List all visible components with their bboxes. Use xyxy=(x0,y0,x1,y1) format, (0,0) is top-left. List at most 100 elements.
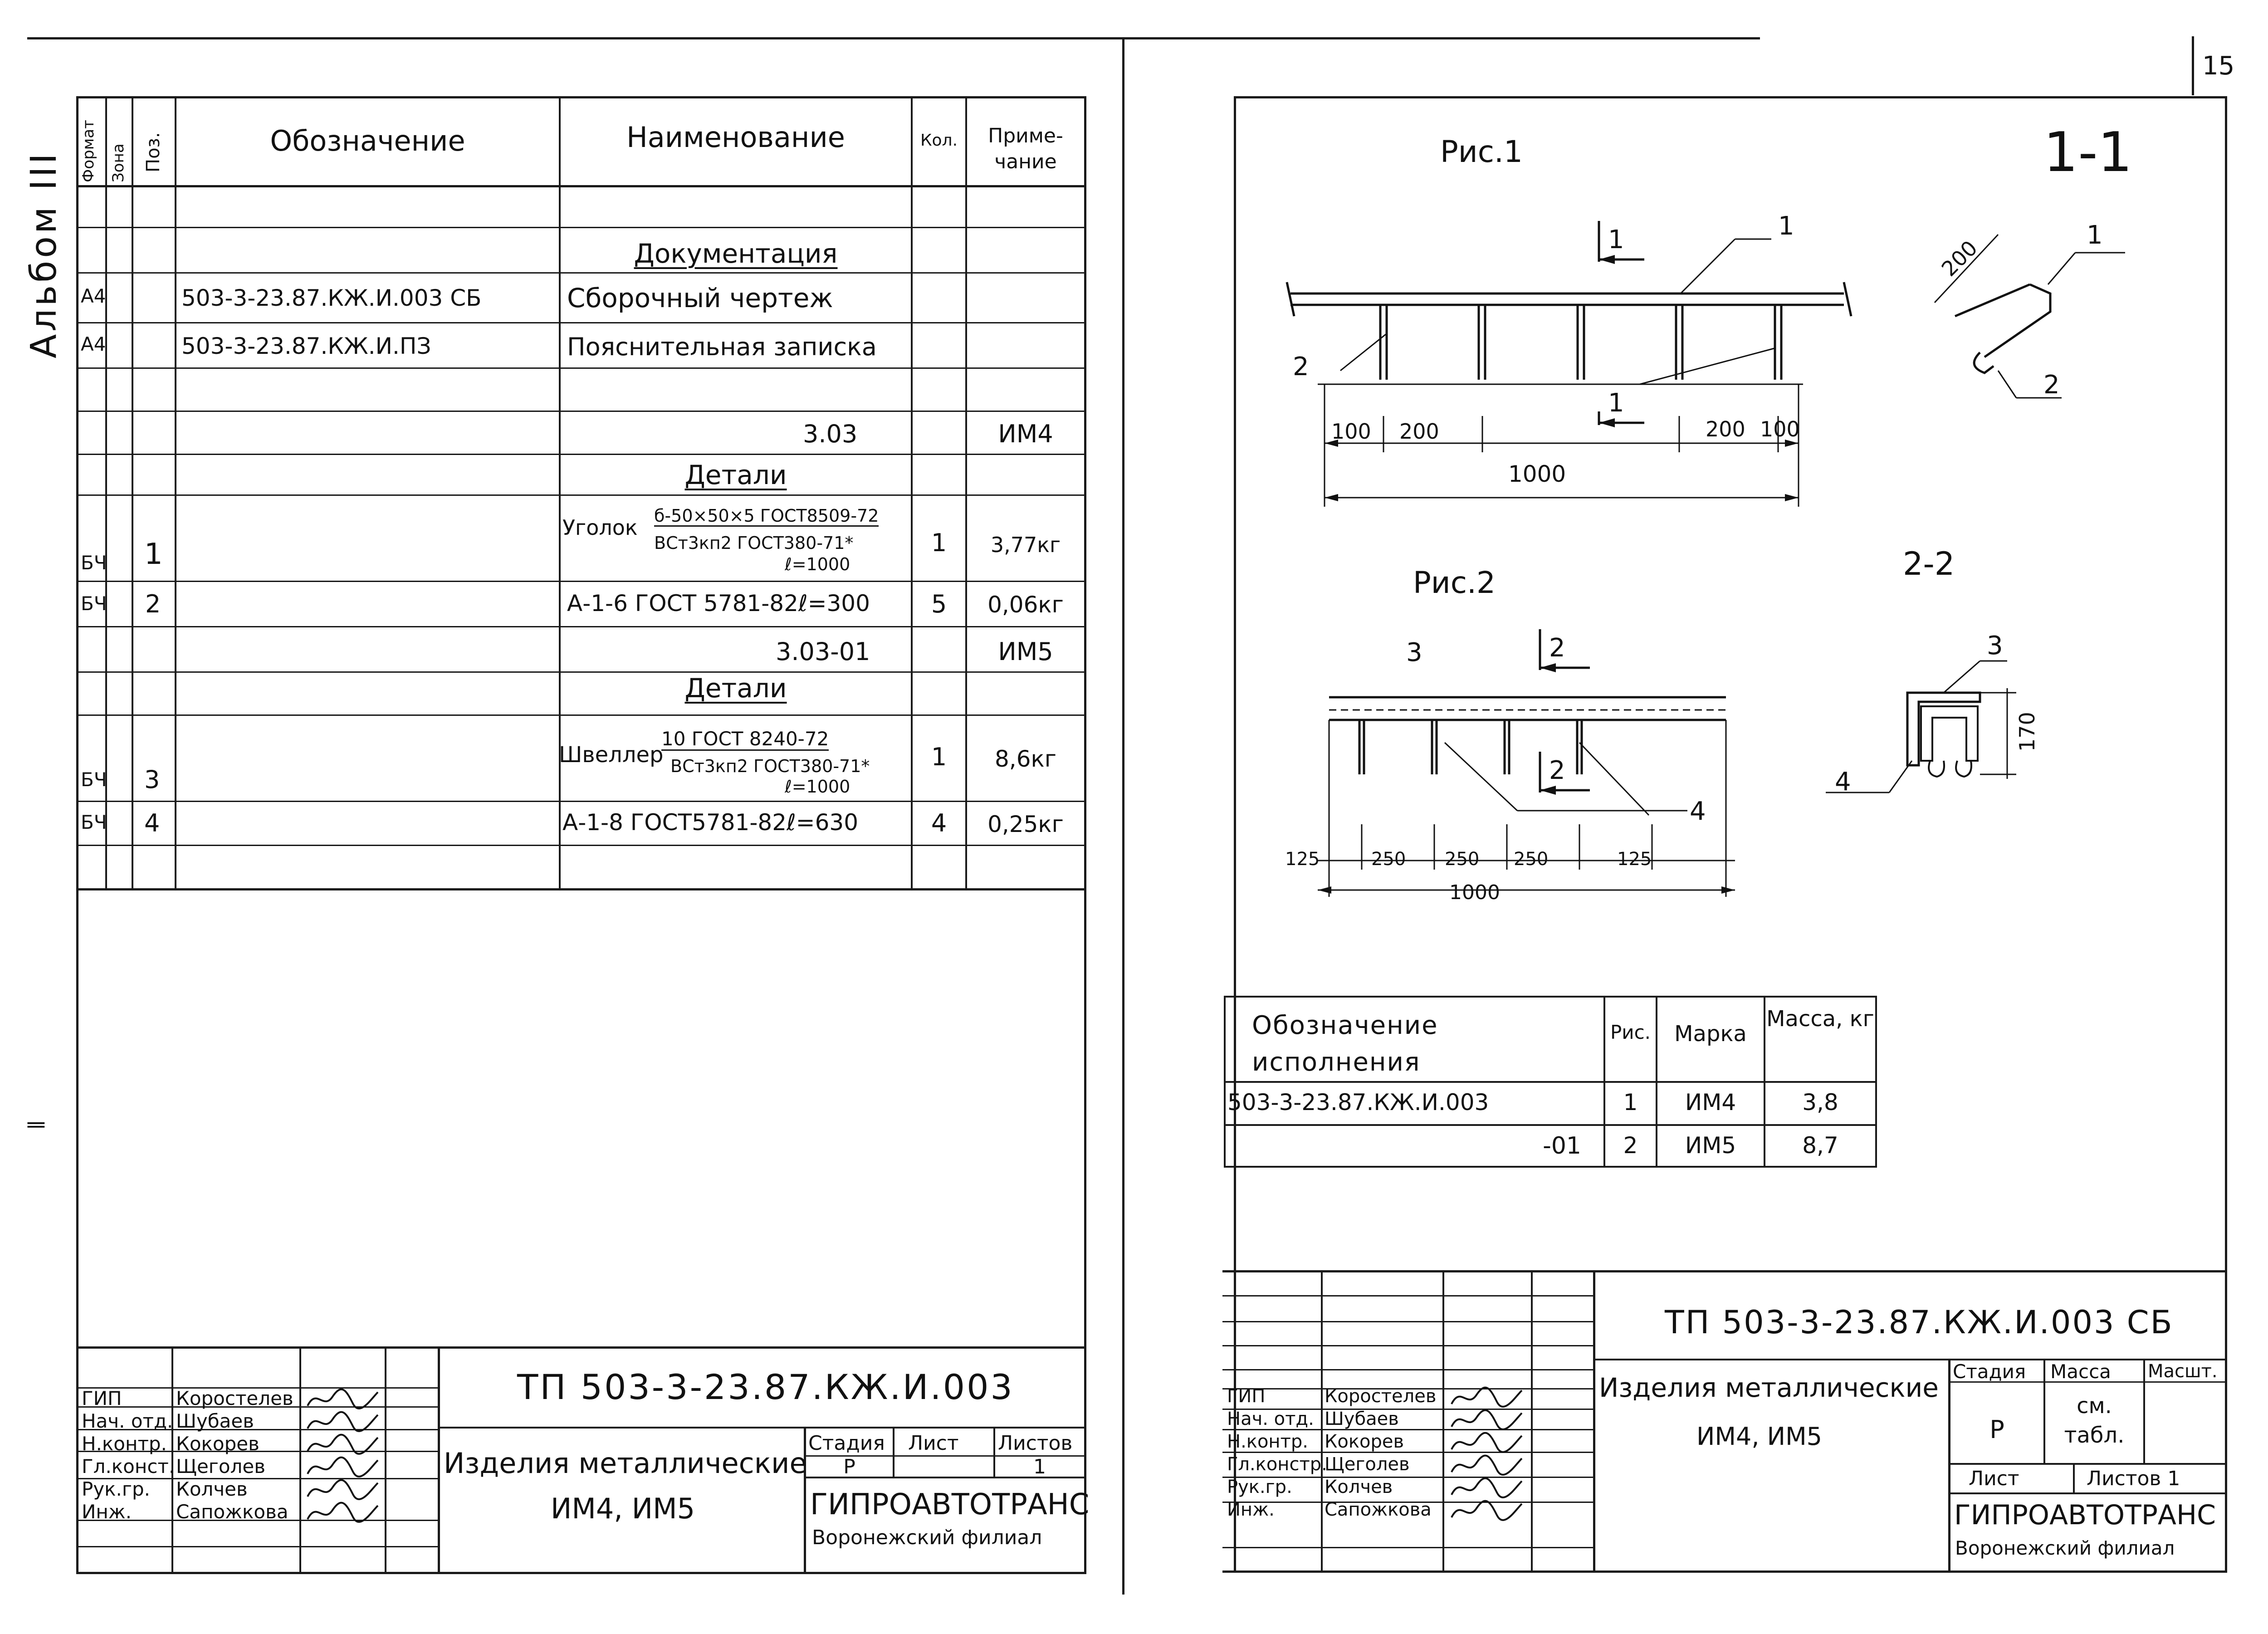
tb-line xyxy=(438,1427,1086,1429)
exec-header-mark: Марка xyxy=(1674,1021,1747,1047)
row-name: А-1-8 ГОСТ5781-82ℓ=630 xyxy=(562,809,859,836)
header-bottom-line xyxy=(76,185,1086,187)
fig1-dim-200-left: 200 xyxy=(1399,419,1439,444)
tb-line xyxy=(1222,1388,1594,1389)
row-line xyxy=(76,411,1086,412)
tb-line xyxy=(1222,1295,1594,1296)
fig1-callout-2: 2 xyxy=(1293,352,1309,382)
row-line xyxy=(76,671,1086,673)
signature-scribble xyxy=(307,1479,379,1500)
title-line1: Изделия металлические xyxy=(444,1447,807,1480)
header-designation: Обозначение xyxy=(270,124,465,157)
tb-line xyxy=(76,1406,439,1408)
tb-vline xyxy=(1321,1270,1323,1572)
left-frame-right xyxy=(1084,96,1086,1574)
signature-scribble xyxy=(1451,1432,1523,1453)
variant-3-03: 3.03 xyxy=(803,420,858,448)
exec-header-designation: Обозначение исполнения xyxy=(1252,1011,1438,1077)
org-name: ГИПРОАВТОТРАНС xyxy=(1954,1499,2216,1531)
signature-role: Инж. xyxy=(82,1501,132,1523)
signature-role: Гл.конст. xyxy=(82,1455,175,1477)
signature-name: Кокорев xyxy=(1325,1431,1404,1452)
row-line xyxy=(76,227,1086,228)
fig1-section-mark-bottom: 1 xyxy=(1608,388,1624,418)
document-code: ТП 503-3-23.87.КЖ.И.003 СБ xyxy=(1665,1304,2174,1341)
exec-row2-designation: -01 xyxy=(1543,1132,1581,1159)
row-qty: 1 xyxy=(931,743,947,771)
tb-line xyxy=(1222,1429,1594,1430)
row-name-top: 10 ГОСТ 8240-72 xyxy=(661,728,829,751)
row-line xyxy=(76,367,1086,369)
tb-line xyxy=(76,1478,439,1479)
exec-line xyxy=(1224,1124,1877,1126)
row-note: 0,25кг xyxy=(987,811,1064,837)
fig2-dim-1000: 1000 xyxy=(1449,881,1500,904)
row-pos: 3 xyxy=(144,765,160,794)
fig2-anchor-rods xyxy=(1358,720,1583,774)
title-line2: ИМ4, ИМ5 xyxy=(550,1492,695,1525)
document-code: ТП 503-3-23.87.КЖ.И.003 xyxy=(517,1367,1014,1407)
sheet-number: 15 xyxy=(2202,51,2235,81)
exec-header-mass: Масса, кг xyxy=(1766,1006,1874,1032)
drawings: Рис.1 1-1 1 1 1 2 100 200 200 100 1000 2… xyxy=(1285,121,2132,904)
fig1-callout-1: 1 xyxy=(1778,211,1794,241)
fig1-section-title: 1-1 xyxy=(2043,121,2132,184)
top-edge-line xyxy=(27,37,1760,39)
tb-line xyxy=(76,1387,439,1389)
tb-vline xyxy=(1442,1270,1444,1572)
fig1-dim-200-right: 200 xyxy=(1706,417,1745,441)
tb-line xyxy=(76,1520,439,1521)
tb-line xyxy=(1222,1369,1594,1370)
fig2-callout-3: 3 xyxy=(1406,638,1422,667)
signature-name: Кокорев xyxy=(176,1433,259,1455)
exec-vline xyxy=(1656,996,1657,1167)
mass-value-line2: табл. xyxy=(2064,1423,2125,1448)
fig2-title: Рис.2 xyxy=(1413,565,1496,600)
section2-callout-3: 3 xyxy=(1987,631,2003,660)
row-format: БЧ xyxy=(81,768,107,791)
signature-role: Н.контр. xyxy=(1227,1431,1308,1452)
tb-line xyxy=(1222,1321,1594,1322)
exec-row2-fig: 2 xyxy=(1623,1132,1638,1159)
row-format: А4 xyxy=(81,285,106,307)
signature-name: Сапожкова xyxy=(176,1501,288,1523)
signature-scribble xyxy=(1451,1500,1523,1521)
variant-mark-im5: ИМ5 xyxy=(998,637,1053,666)
row-pos: 2 xyxy=(145,590,161,618)
tb-line xyxy=(1222,1547,1594,1548)
fig2-dim-250-2: 250 xyxy=(1445,849,1479,870)
tb-line xyxy=(1222,1502,1594,1503)
row-name: Пояснительная записка xyxy=(567,333,877,361)
header-name: Наименование xyxy=(626,121,845,154)
title-line2: ИМ4, ИМ5 xyxy=(1696,1422,1823,1451)
row-name: Уголок xyxy=(562,515,638,540)
exec-header-fig: Рис. xyxy=(1610,1021,1651,1043)
signature-name: Сапожкова xyxy=(1325,1499,1432,1520)
fig1-dim-100-right: 100 xyxy=(1760,417,1800,441)
exec-vline xyxy=(1603,996,1605,1167)
row-name-bottom: ВСт3кп2 ГОСТ380-71* xyxy=(670,756,870,776)
signature-scribble xyxy=(307,1388,379,1409)
right-frame-right xyxy=(2225,96,2227,1573)
header-zone: Зона xyxy=(109,143,127,182)
stage-value: Р xyxy=(1989,1415,2004,1444)
row-qty: 4 xyxy=(931,809,947,837)
signature-name: Шубаев xyxy=(176,1410,254,1432)
exec-vline xyxy=(1764,996,1765,1167)
row-line xyxy=(76,801,1086,802)
signature-role: Инж. xyxy=(1227,1499,1275,1520)
exec-line xyxy=(1224,1166,1877,1168)
col-line-1 xyxy=(105,96,107,889)
sheets-label: Листов xyxy=(998,1432,1073,1455)
margin-marks: ǁ xyxy=(27,1120,48,1130)
signature-scribble xyxy=(1451,1477,1523,1498)
fig2-section-mark-bottom: 2 xyxy=(1549,756,1565,785)
tb-line xyxy=(1222,1477,1594,1478)
mass-label: Масса xyxy=(2050,1360,2111,1383)
exec-row1-designation: 503-3-23.87.КЖ.И.003 xyxy=(1227,1089,1489,1115)
scale-label: Масшт. xyxy=(2148,1361,2218,1382)
fig1-section-dim: 200 xyxy=(1937,236,1982,281)
row-format: БЧ xyxy=(81,811,107,833)
tb-vline xyxy=(438,1346,440,1573)
exec-row1-mark: ИМ4 xyxy=(1685,1089,1736,1115)
